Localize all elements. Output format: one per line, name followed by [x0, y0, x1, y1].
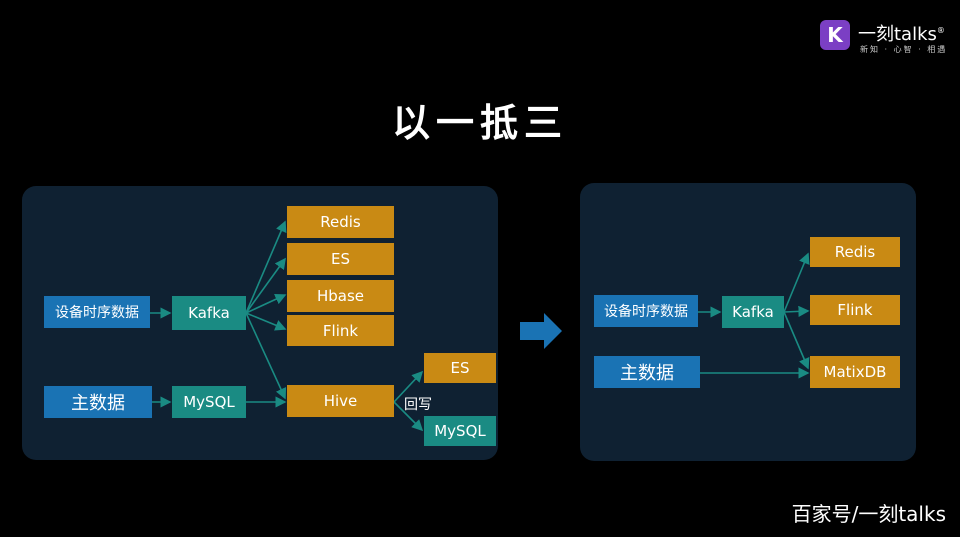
node-master-data: 主数据 [44, 386, 152, 418]
node-es: ES [287, 243, 394, 275]
brand-logo-mark: K [820, 20, 850, 50]
node-r-device-timeseries: 设备时序数据 [594, 295, 698, 327]
registered-mark: ® [936, 26, 945, 35]
node-mysql-writeback: MySQL [424, 416, 496, 446]
edge-hive-es [393, 370, 424, 403]
edge-kafka-redis [245, 220, 287, 314]
transition-arrow-icon [520, 313, 562, 349]
edge-hive-mysql [393, 401, 424, 432]
node-r-kafka: Kafka [722, 296, 784, 328]
node-device-timeseries: 设备时序数据 [44, 296, 150, 328]
node-r-matrixdb: MatixDB [810, 356, 900, 388]
node-flink: Flink [287, 315, 394, 346]
node-r-flink: Flink [810, 295, 900, 325]
edge-r-kafka-redis [783, 252, 810, 313]
edge-kafka-hbase [245, 293, 287, 314]
node-mysql: MySQL [172, 386, 246, 418]
writeback-label: 回写 [404, 397, 432, 413]
brand-name: 一刻talks® [858, 20, 945, 46]
node-redis: Redis [287, 206, 394, 238]
edge-kafka-hive [245, 312, 287, 400]
brand-tagline: 新知 · 心智 · 相遇 [860, 45, 948, 54]
watermark: 百家号/一刻talks [791, 502, 946, 526]
node-es-writeback: ES [424, 353, 496, 383]
edge-r-kafka-flink [783, 305, 810, 317]
node-r-redis: Redis [810, 237, 900, 267]
slide-title: 以一抵三 [391, 101, 568, 145]
edge-kafka-es [245, 257, 286, 314]
edge-kafka-flink [245, 312, 287, 331]
node-hbase: Hbase [287, 280, 394, 312]
brand-name-text: 一刻talks [858, 24, 937, 45]
node-hive: Hive [287, 385, 394, 417]
node-r-master-data: 主数据 [594, 356, 700, 388]
edge-r-kafka-matrixdb [783, 311, 810, 370]
node-kafka: Kafka [172, 296, 246, 330]
